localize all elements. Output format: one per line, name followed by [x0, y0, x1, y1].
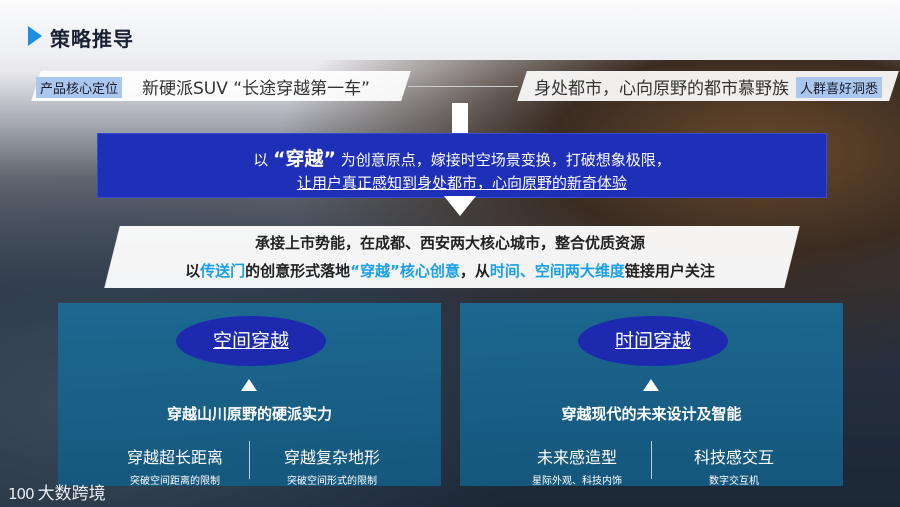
space-item-terrain: 穿越复杂地形 突破空间形式的限制	[257, 444, 407, 487]
space-subtitle: 穿越山川原野的硬派实力	[166, 405, 332, 423]
positioning-slogan: 新硬派SUV “长途穿越第一车”	[142, 79, 370, 99]
creative-line-2: 让用户真正感知到身处都市，心向原野的新奇体验	[296, 174, 627, 192]
strategy-text: 以	[185, 262, 201, 280]
strategy-line-2: 以传送门的创意形式落地“穿越”核心创意，从时间、空间两大维度链接用户关注	[0, 260, 900, 281]
strategy-line-1: 承接上市势能，在成都、西安两大核心城市，整合优质资源	[254, 234, 645, 252]
down-arrow-stem	[452, 103, 468, 133]
creative-box: 以 “穿越” 为创意原点，嫁接时空场景变换，打破想象极限， 让用户真正感知到身处…	[97, 133, 827, 198]
positioning-tag: 产品核心定位	[36, 77, 123, 98]
item-title: 未来感造型	[536, 448, 617, 467]
strategy-highlight-dimensions: 时间、空间两大维度	[489, 262, 625, 280]
time-subtitle: 穿越现代的未来设计及智能	[561, 405, 742, 423]
item-title: 科技感交互	[693, 448, 774, 467]
logo-mark: 100	[8, 485, 35, 503]
creative-prefix: 以	[253, 151, 269, 169]
creative-line-1-rest: 为创意原点，嫁接时空场景变换，打破想象极限，	[340, 151, 671, 169]
up-arrow-icon	[643, 379, 659, 391]
down-arrow-icon	[444, 196, 476, 216]
header-band	[0, 0, 900, 60]
creative-highlight: “穿越”	[273, 148, 336, 170]
item-title: 穿越超长距离	[126, 448, 223, 467]
strategy-text: ，从	[459, 262, 490, 280]
strategy-highlight-portal: 传送门	[200, 262, 246, 280]
audience-text: 身处都市，心向原野的都市慕野族	[534, 79, 789, 99]
item-desc: 星际外观、科技内饰	[532, 476, 622, 487]
time-title: 时间穿越	[578, 316, 728, 366]
creative-line-1: 以 “穿越” 为创意原点，嫁接时空场景变换，打破想象极限，	[98, 144, 826, 171]
strategy-text: 的创意形式落地	[245, 262, 351, 280]
divider	[651, 441, 652, 479]
strategy-highlight-core: “穿越”核心创意	[350, 262, 460, 280]
page-title: 策略推导	[50, 27, 134, 51]
connector-line	[408, 86, 518, 87]
audience-tag: 人群喜好洞悉	[796, 77, 883, 98]
divider	[249, 441, 250, 479]
time-item-design: 未来感造型 星际外观、科技内饰	[502, 444, 652, 487]
time-card: 时间穿越 穿越现代的未来设计及智能 未来感造型 星际外观、科技内饰 科技感交互 …	[460, 303, 843, 487]
play-triangle-icon	[28, 26, 42, 46]
item-title: 穿越复杂地形	[283, 448, 380, 467]
item-desc: 数字交互机	[709, 476, 759, 487]
space-card: 空间穿越 穿越山川原野的硬派实力 穿越超长距离 突破空间距离的限制 穿越复杂地形…	[58, 303, 441, 487]
up-arrow-icon	[241, 379, 257, 391]
item-desc: 突破空间距离的限制	[130, 476, 220, 487]
strategy-text: 链接用户关注	[624, 262, 715, 280]
logo-text: 大数跨境	[37, 484, 106, 504]
item-desc: 突破空间形式的限制	[287, 476, 377, 487]
time-item-interaction: 科技感交互 数字交互机	[659, 444, 809, 487]
space-item-distance: 穿越超长距离 突破空间距离的限制	[100, 444, 250, 487]
space-title: 空间穿越	[176, 316, 326, 366]
